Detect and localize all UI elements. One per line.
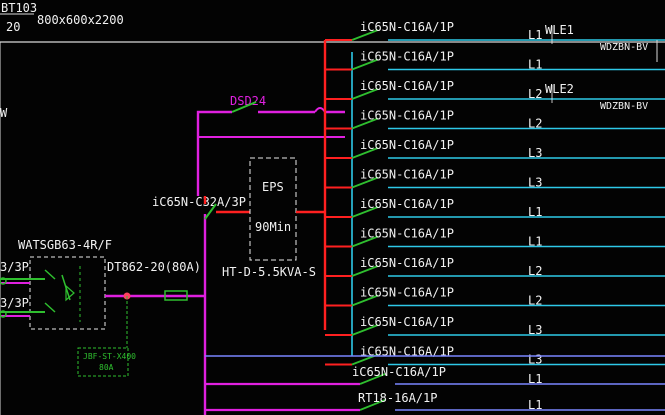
branch-breaker-switch <box>351 88 379 100</box>
branch-breaker-switch <box>351 294 379 307</box>
branch-breaker-switch <box>351 29 379 41</box>
branch-circuit-6: iC65N-C16A/1P L3 <box>325 168 665 190</box>
branch-phase: L1 <box>528 205 542 219</box>
branch-note: WLE2 <box>545 82 574 96</box>
main-breaker-switch <box>204 203 217 220</box>
branch-phase: L3 <box>528 146 542 160</box>
branch-circuit-10: iC65N-C16A/1P L2 <box>325 286 665 308</box>
branch-phase: L1 <box>528 28 542 42</box>
branch-circuit-7: iC65N-C16A/1P L1 <box>325 197 665 219</box>
branch-breaker-label: iC65N-C16A/1P <box>360 256 454 270</box>
branch-phase: L2 <box>528 294 542 308</box>
branch-breaker-switch <box>351 265 379 277</box>
bottom-branch-switch <box>359 399 386 411</box>
spd-label-1: JBF-ST-X400 <box>83 352 136 361</box>
branch-breaker-label: iC65N-C16A/1P <box>360 197 454 211</box>
branch-circuit-2: iC65N-C16A/1P L1 <box>325 50 665 72</box>
bottom-branch-phase: L1 <box>528 398 542 412</box>
cabinet-id: BT103 <box>1 1 37 15</box>
meter-label: DT862-20(80A) <box>107 260 201 274</box>
branch-phase: L2 <box>528 117 542 131</box>
ats-switch-2 <box>44 302 56 313</box>
branch-note: WLE1 <box>545 23 574 37</box>
branch-breaker-label: iC65N-C16A/1P <box>360 20 454 34</box>
input-label-2: 3/3P <box>0 296 29 310</box>
branch-circuit-4: iC65N-C16A/1P L2 <box>325 109 665 131</box>
eps-model: HT-D-5.5KVA-S <box>222 265 316 279</box>
ats-switch-1 <box>44 269 56 280</box>
branch-breaker-switch <box>351 324 379 336</box>
branch-breaker-label: iC65N-C16A/1P <box>360 286 454 300</box>
cabinet-number: 20 <box>6 20 20 34</box>
branch-breaker-switch <box>351 176 379 189</box>
branch-phase: L2 <box>528 87 542 101</box>
branch-phase: L2 <box>528 264 542 278</box>
eps-title: EPS <box>262 180 284 194</box>
bottom-branch-switch <box>359 373 386 385</box>
spd-branch-wire <box>196 110 232 137</box>
branch-circuit-9: iC65N-C16A/1P L2 <box>325 256 665 278</box>
input-terminal-1 <box>0 277 7 285</box>
branch-breaker-label: iC65N-C16A/1P <box>360 50 454 64</box>
spd-box <box>77 347 129 377</box>
branch-phase: L1 <box>528 235 542 249</box>
branch-phase: L3 <box>528 353 542 367</box>
branch-cable: WDZBN-BV <box>600 42 648 53</box>
bottom-breaker-label: iC65N-C16A/1P <box>352 365 446 379</box>
bottom-breaker-label: RT18-16A/1P <box>358 391 437 405</box>
branch-breaker-switch <box>351 235 379 248</box>
spd-branch-label: DSD24 <box>230 94 266 108</box>
branch-circuit-5: iC65N-C16A/1P L3 <box>325 138 665 160</box>
ats-label: WATSGB63-4R/F <box>18 238 112 252</box>
input-label-1: 3/3P <box>0 260 29 274</box>
cabinet-size: 800x600x2200 <box>37 13 124 27</box>
branch-breaker-label: iC65N-C16A/1P <box>360 315 454 329</box>
spd-branch-switch <box>231 101 257 113</box>
branch-breaker-switch <box>351 58 379 71</box>
branch-breaker-switch <box>351 147 379 159</box>
main-breaker-label: iC65N-C32A/3P <box>152 195 246 209</box>
w-label: W <box>0 106 8 120</box>
branch-phase: L3 <box>528 176 542 190</box>
bottom-branch-phase: L1 <box>528 372 542 386</box>
eps-duration: 90Min <box>255 220 291 234</box>
branch-circuit-8: iC65N-C16A/1P L1 <box>325 227 665 249</box>
ats-box <box>29 256 106 330</box>
bottom-branch-1: iC65N-C16A/1P L1 <box>205 365 665 386</box>
branch-breaker-switch <box>351 117 379 130</box>
ats-arrow-mark <box>65 284 75 302</box>
branch-breaker-label: iC65N-C16A/1P <box>360 79 454 93</box>
input-terminal-2 <box>0 310 7 318</box>
branch-breaker-switch <box>351 206 379 218</box>
branch-circuit-11: iC65N-C16A/1P L3 <box>325 315 665 337</box>
branch-breaker-label: iC65N-C16A/1P <box>360 227 454 241</box>
meter-box <box>164 290 188 301</box>
bottom-branch-2: RT18-16A/1P L1 <box>205 391 665 412</box>
spd-bus-hop <box>314 107 326 113</box>
branch-breaker-label: iC65N-C16A/1P <box>360 345 454 359</box>
branch-phase: L1 <box>528 58 542 72</box>
branch-cable: WDZBN-BV <box>600 101 648 112</box>
branch-phase: L3 <box>528 323 542 337</box>
spd-label-2: 80A <box>99 363 114 372</box>
branch-breaker-label: iC65N-C16A/1P <box>360 109 454 123</box>
branch-breaker-label: iC65N-C16A/1P <box>360 138 454 152</box>
eps-box <box>249 157 297 261</box>
branch-breaker-label: iC65N-C16A/1P <box>360 168 454 182</box>
